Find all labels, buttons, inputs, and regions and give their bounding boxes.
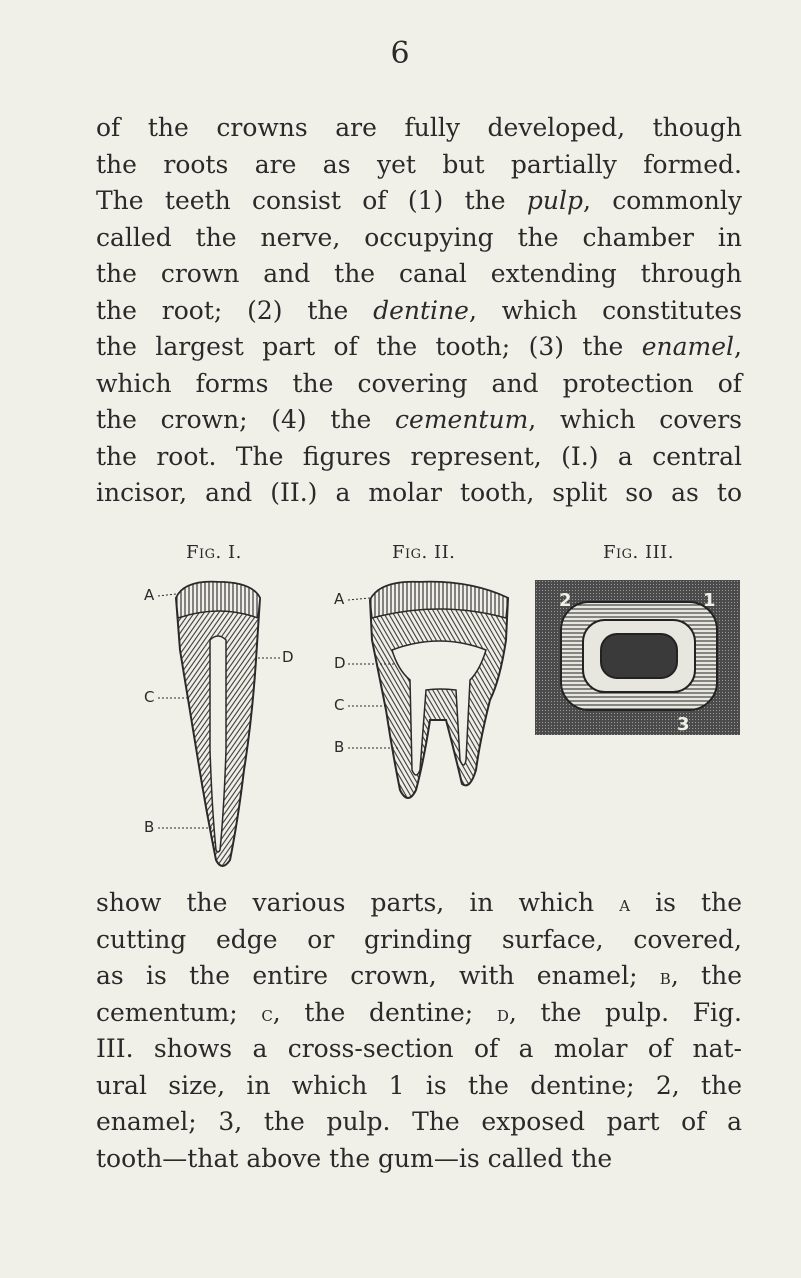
paragraph-top: of the crowns are fully developed, thoug… — [96, 110, 742, 512]
cross-section-pulp — [600, 633, 678, 679]
text-line: as is the entire crown, with enamel; B, … — [96, 958, 742, 995]
text-run: the crown; (4) the — [96, 405, 396, 434]
text-run: cementum; — [96, 997, 262, 1027]
text-line: of the crowns are fully developed, thoug… — [96, 113, 742, 142]
text-run: The teeth consist of (1) the — [96, 186, 527, 215]
text-line: enamel; 3, the pulp. The exposed part of… — [96, 1107, 742, 1136]
text-run: , the pulp. Fig. — [508, 997, 742, 1027]
text-line: which forms the covering and protection … — [96, 368, 742, 398]
label-a: A — [144, 586, 155, 604]
text-line: tooth—that above the gum—is called the — [96, 1143, 613, 1173]
figure-3-cross-section: 2 1 3 — [535, 580, 740, 735]
term-cementum: cementum — [395, 405, 529, 434]
label-d: D — [282, 648, 294, 666]
text-run: , commonly — [582, 186, 742, 215]
text-run: the largest part of the tooth; (3) the — [96, 332, 642, 361]
page-number: 6 — [390, 36, 411, 71]
term-pulp: pulp — [526, 186, 583, 215]
label-c: C — [334, 696, 344, 714]
text-line: the root; (2) the dentine, which constit… — [96, 293, 742, 330]
text-line: cementum; C, the dentine; D, the pulp. F… — [96, 995, 742, 1032]
text-line: the roots are as yet but partially forme… — [96, 149, 742, 179]
text-line: called the nerve, occupying the chamber … — [96, 222, 742, 252]
letter-a: A — [619, 892, 631, 917]
text-line: The teeth consist of (1) the pulp, commo… — [96, 183, 742, 220]
label-1: 1 — [703, 590, 716, 611]
label-d: D — [334, 654, 346, 672]
text-line: the crown and the canal extending throug… — [96, 259, 742, 288]
text-run: , — [734, 332, 742, 361]
letter-d: D — [496, 1001, 509, 1027]
text-line: the crown; (4) the cementum, which cover… — [96, 402, 742, 439]
text-run: is the — [630, 888, 742, 917]
letter-c: C — [261, 1001, 273, 1027]
figure-1-incisor: A D C B — [140, 570, 300, 880]
text-run: , which constitutes — [468, 295, 742, 325]
figure-1-caption: Fig. I. — [186, 542, 242, 563]
letter-b: B — [659, 965, 671, 990]
molar-illustration: A D C B — [334, 580, 510, 799]
molar-enamel — [369, 581, 509, 619]
label-a: A — [334, 590, 345, 608]
text-line: incisor, and (II.) a molar tooth, split … — [96, 478, 742, 507]
incisor-pulp — [209, 635, 227, 853]
incisor-illustration: A D C B — [144, 580, 294, 867]
label-b: B — [144, 818, 154, 836]
label-c: C — [144, 688, 154, 706]
incisor-enamel — [175, 581, 261, 620]
text-line: III. shows a cross-section of a molar of… — [96, 1034, 742, 1063]
figure-2-molar: A D C B — [330, 570, 530, 830]
term-enamel: enamel — [641, 332, 735, 361]
figure-3-caption: Fig. III. — [603, 542, 675, 563]
figure-2-caption: Fig. II. — [392, 542, 456, 563]
label-2: 2 — [559, 590, 572, 611]
cross-section-illustration: 2 1 3 — [535, 580, 740, 735]
molar-pulp — [391, 640, 487, 776]
text-line: ural size, in which 1 is the dentine; 2,… — [96, 1070, 742, 1100]
label-3: 3 — [677, 714, 690, 735]
text-run: show the various parts, in which — [96, 888, 620, 917]
text-run: , which covers — [528, 405, 742, 434]
text-line: the root. The figures represent, (I.) a … — [96, 441, 742, 471]
text-run: , the — [670, 961, 742, 990]
text-run: , the dentine; — [272, 997, 497, 1027]
term-dentine: dentine — [373, 295, 469, 325]
text-run: as is the entire crown, with enamel; — [96, 961, 660, 990]
text-run: the root; (2) the — [96, 295, 374, 325]
text-line: show the various parts, in which A is th… — [96, 885, 742, 922]
text-line: the largest part of the tooth; (3) the e… — [96, 329, 742, 366]
paragraph-bottom: show the various parts, in which A is th… — [96, 885, 742, 1177]
text-line: cutting edge or grinding surface, covere… — [96, 924, 742, 954]
label-b: B — [334, 738, 344, 756]
